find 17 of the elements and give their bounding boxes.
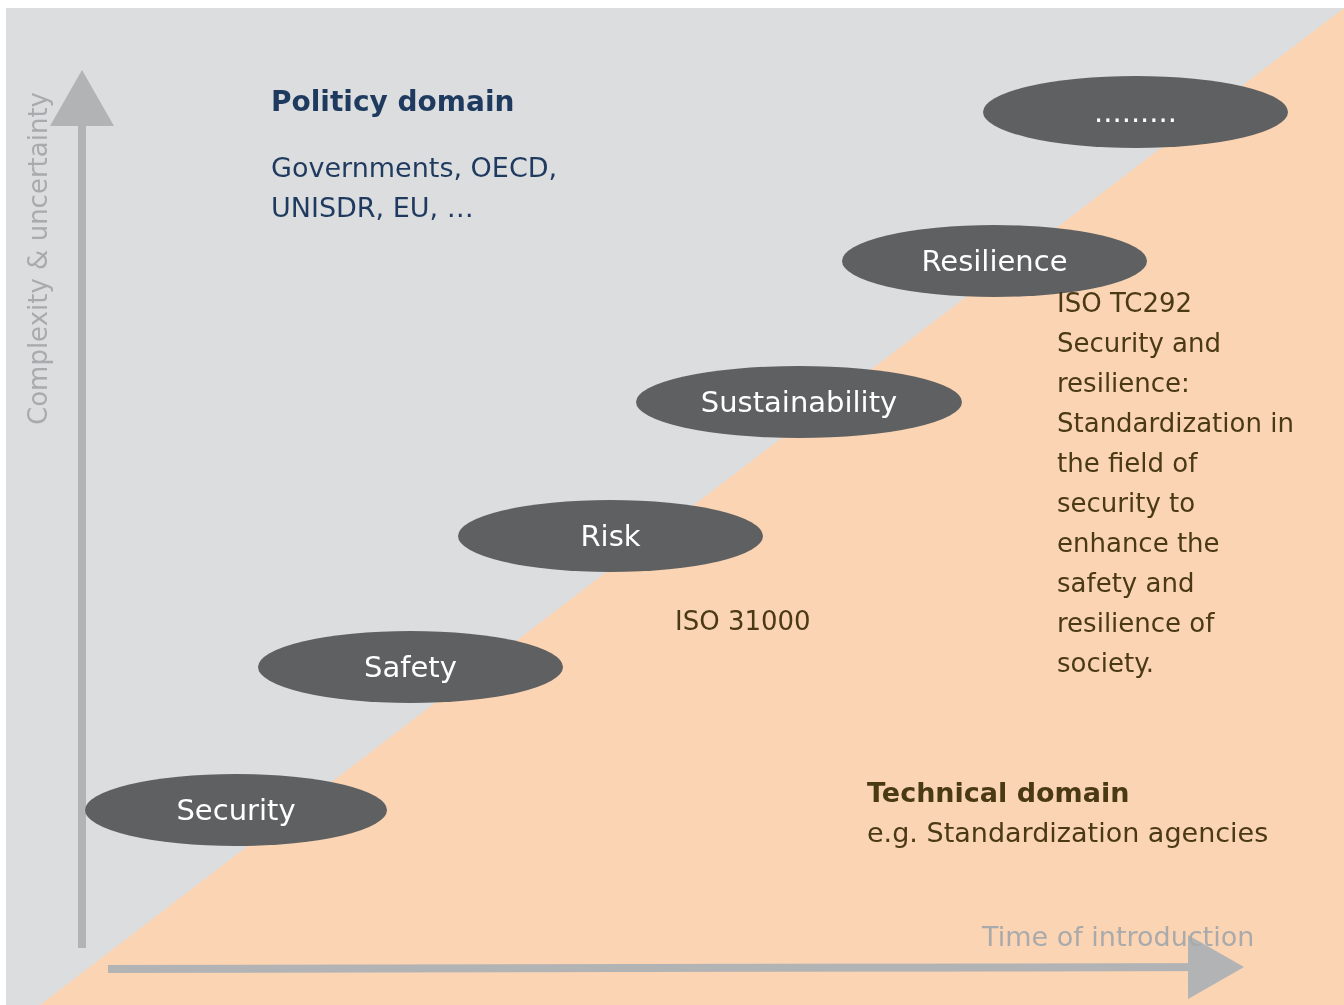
- standard-note: ISO TC292 Security and resilience: Standardization in the field of security to enhance the safety and resilience of society.: [1057, 287, 1295, 680]
- node-label: Risk: [580, 519, 641, 553]
- ellipse-node: [85, 774, 387, 846]
- ellipse-node: [458, 500, 763, 572]
- body-text: e.g. Standardization agencies: [867, 816, 1270, 850]
- standard-note: ISO 31000: [675, 605, 812, 638]
- node-label: .........: [1094, 95, 1177, 129]
- node-label: Sustainability: [700, 385, 898, 419]
- ellipse-node: [258, 631, 563, 703]
- node-label: Resilience: [921, 244, 1068, 278]
- heading: Politicy domain: [271, 84, 516, 120]
- heading: Technical domain: [867, 776, 1131, 810]
- ellipse-node: [636, 366, 962, 438]
- body-text: Governments, OECD, UNISDR, EU, …: [271, 151, 559, 225]
- node-label: Security: [176, 793, 296, 827]
- ellipse-node: [983, 76, 1288, 148]
- node-label: Safety: [364, 650, 457, 684]
